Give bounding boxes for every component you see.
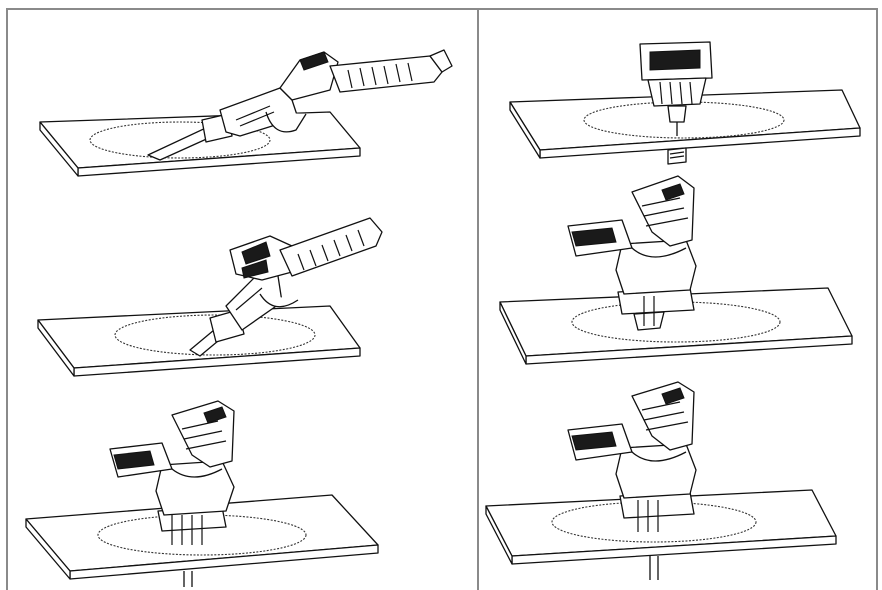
plunge-angle-icon bbox=[37, 217, 383, 377]
cut-outline bbox=[89, 121, 271, 159]
step-2-illustration bbox=[30, 210, 470, 385]
figure-frame bbox=[6, 8, 878, 590]
step-1-illustration bbox=[30, 40, 470, 190]
step-3-illustration bbox=[22, 395, 472, 587]
step-5-illustration bbox=[494, 170, 870, 370]
step-6-illustration bbox=[482, 380, 872, 587]
insert-hole-icon bbox=[499, 175, 853, 365]
step-4-illustration bbox=[500, 38, 870, 178]
cutting-icon bbox=[485, 381, 837, 580]
cut-outline bbox=[114, 314, 316, 356]
column-divider bbox=[477, 8, 479, 590]
drill-chuck bbox=[647, 77, 707, 107]
plunge-start-icon bbox=[39, 49, 453, 177]
vertical-cut-icon bbox=[25, 400, 379, 587]
saw-handle bbox=[279, 217, 383, 277]
drill-pilot-icon bbox=[509, 41, 861, 165]
saw-handle bbox=[171, 400, 235, 468]
saw-handle bbox=[631, 175, 695, 247]
